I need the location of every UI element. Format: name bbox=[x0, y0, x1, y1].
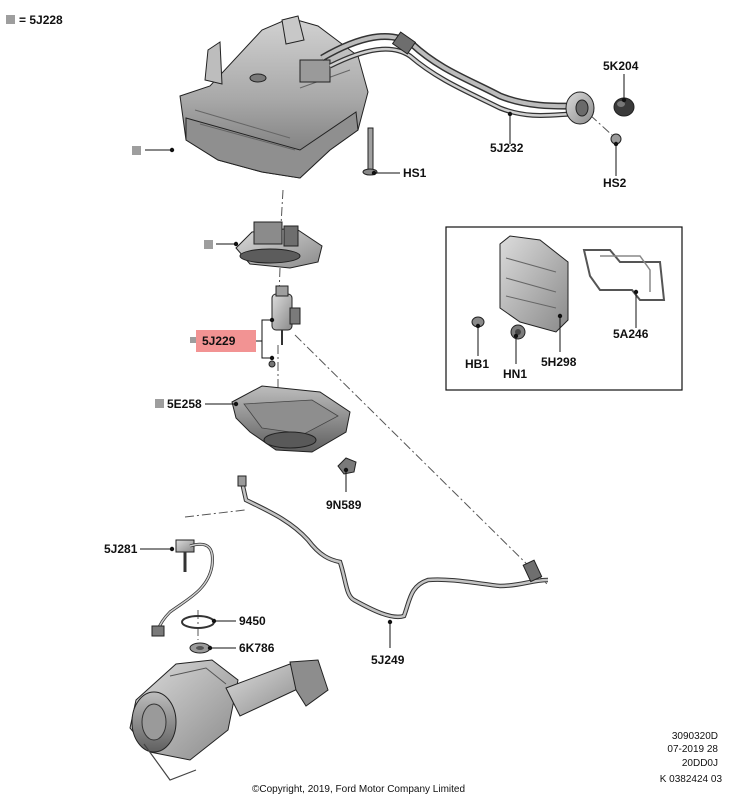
label-hs2: HS2 bbox=[603, 176, 627, 190]
clamp-6k786 bbox=[189, 642, 211, 654]
label-5j281: 5J281 bbox=[104, 542, 138, 556]
inset-panel bbox=[445, 226, 683, 391]
label-5h298: 5H298 bbox=[541, 355, 577, 369]
label-9n589: 9N589 bbox=[326, 498, 362, 512]
code-line-2: 07-2019 28 bbox=[667, 744, 718, 755]
label-5j229: 5J229 bbox=[202, 334, 236, 348]
label-5k204: 5K204 bbox=[603, 59, 639, 73]
reservoir-tank bbox=[179, 15, 369, 179]
label-6k786: 6K786 bbox=[239, 641, 275, 655]
highlight-5j229: 5J229 bbox=[190, 330, 256, 352]
label-hn1: HN1 bbox=[503, 367, 527, 381]
sensor-5j229 bbox=[268, 285, 301, 368]
sensor-5j281 bbox=[151, 539, 214, 637]
cap-5k204 bbox=[613, 97, 635, 117]
label-5a246: 5A246 bbox=[613, 327, 649, 341]
code-line-1: 3090320D bbox=[672, 731, 718, 742]
drawing-code-block: 3090320D 07-2019 28 20DD0J K 0382424 03 bbox=[660, 731, 723, 785]
tank-legend-marker bbox=[132, 146, 141, 155]
nut-9n589 bbox=[337, 457, 357, 475]
label-5j249: 5J249 bbox=[371, 653, 405, 667]
harness-5j249 bbox=[237, 475, 549, 620]
label-5j232: 5J232 bbox=[490, 141, 524, 155]
pump-module bbox=[235, 221, 323, 269]
bracket-legend-marker bbox=[155, 399, 164, 408]
label-hb1: HB1 bbox=[465, 357, 489, 371]
code-line-4: K 0382424 03 bbox=[660, 774, 723, 785]
copyright-text: ©Copyright, 2019, Ford Motor Company Lim… bbox=[252, 784, 465, 795]
legend-text: = 5J228 bbox=[19, 13, 63, 27]
bolt-hs1 bbox=[362, 127, 378, 176]
bracket-5e258 bbox=[231, 385, 351, 453]
catalyst-assembly bbox=[129, 659, 329, 781]
label-hs1: HS1 bbox=[403, 166, 427, 180]
label-9450: 9450 bbox=[239, 614, 266, 628]
legend-marker bbox=[6, 15, 15, 24]
pump-legend-marker bbox=[204, 240, 213, 249]
hose-5j232 bbox=[320, 31, 595, 125]
code-line-3: 20DD0J bbox=[682, 758, 718, 769]
label-5e258: 5E258 bbox=[167, 397, 202, 411]
